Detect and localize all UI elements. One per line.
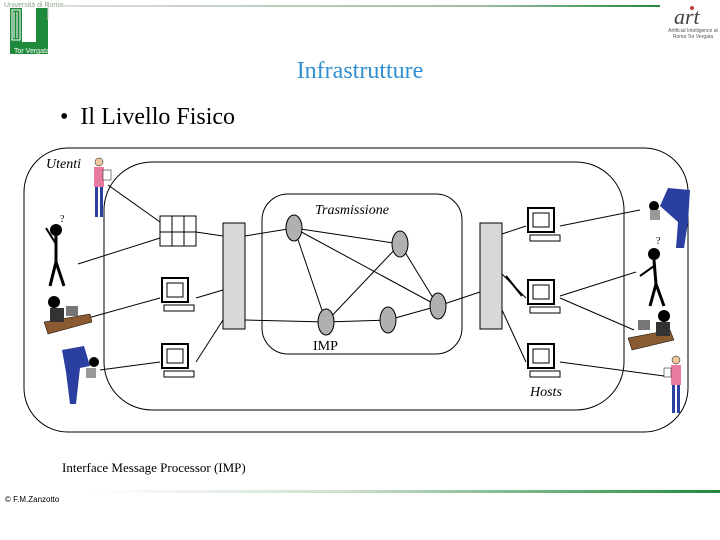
imp-node xyxy=(285,214,303,242)
host-computer xyxy=(527,343,561,378)
user-figure xyxy=(94,157,112,217)
users-boundary xyxy=(23,147,689,433)
transmission-subnet xyxy=(261,193,463,355)
art-logo-graphic: art xyxy=(674,4,701,29)
slide-title: Infrastrutture xyxy=(296,58,424,84)
user-figure xyxy=(62,346,99,404)
university-logo-graphic xyxy=(10,2,49,54)
university-name: Università di Roma xyxy=(4,2,64,9)
art-logo-caption: Artificial Intelligence at Roma Tor Verg… xyxy=(668,28,718,40)
imp-node xyxy=(379,306,397,334)
user-figure xyxy=(663,355,681,413)
header-rule xyxy=(60,5,660,7)
bullet-text: Il Livello Fisico xyxy=(80,104,236,130)
art-logo: art xyxy=(672,2,714,29)
host-links xyxy=(195,225,527,363)
diagram-caption: Interface Message Processor (IMP) xyxy=(62,460,246,475)
hosts-boundary xyxy=(103,161,625,411)
host-computer xyxy=(161,343,195,378)
bullet-item: • Il Livello Fisico xyxy=(60,104,235,131)
university-logo-caption: Tor Vergata xyxy=(14,48,50,55)
imp-bar-right xyxy=(479,222,503,330)
university-logo xyxy=(0,0,60,60)
transmission-label: Trasmissione xyxy=(315,203,389,218)
hosts-label: Hosts xyxy=(530,385,562,400)
host-computer xyxy=(161,277,195,312)
host-computer xyxy=(527,207,561,242)
copyright-text: © F.M.Zanzotto xyxy=(5,495,60,504)
user-figure: ? xyxy=(639,236,666,307)
user-figure: ? xyxy=(45,214,66,287)
user-figure xyxy=(43,296,93,335)
svg-text:art: art xyxy=(674,4,701,28)
imp-label: IMP xyxy=(313,339,338,354)
user-figure xyxy=(649,188,690,248)
imp-node xyxy=(317,308,335,336)
user-figure xyxy=(627,310,675,351)
imp-node xyxy=(429,292,447,320)
subnet-links xyxy=(244,227,481,323)
user-links xyxy=(77,184,665,377)
imp-node xyxy=(391,230,409,258)
users-label: Utenti xyxy=(46,157,81,172)
imp-bar-left xyxy=(222,222,246,330)
footer-rule xyxy=(90,490,720,493)
svg-text:?: ? xyxy=(656,236,661,247)
svg-text:?: ? xyxy=(60,214,65,225)
imp-nodes xyxy=(285,214,447,336)
host-computer xyxy=(527,279,561,314)
host-mainframe xyxy=(159,215,197,247)
bullet-dot: • xyxy=(60,104,69,130)
